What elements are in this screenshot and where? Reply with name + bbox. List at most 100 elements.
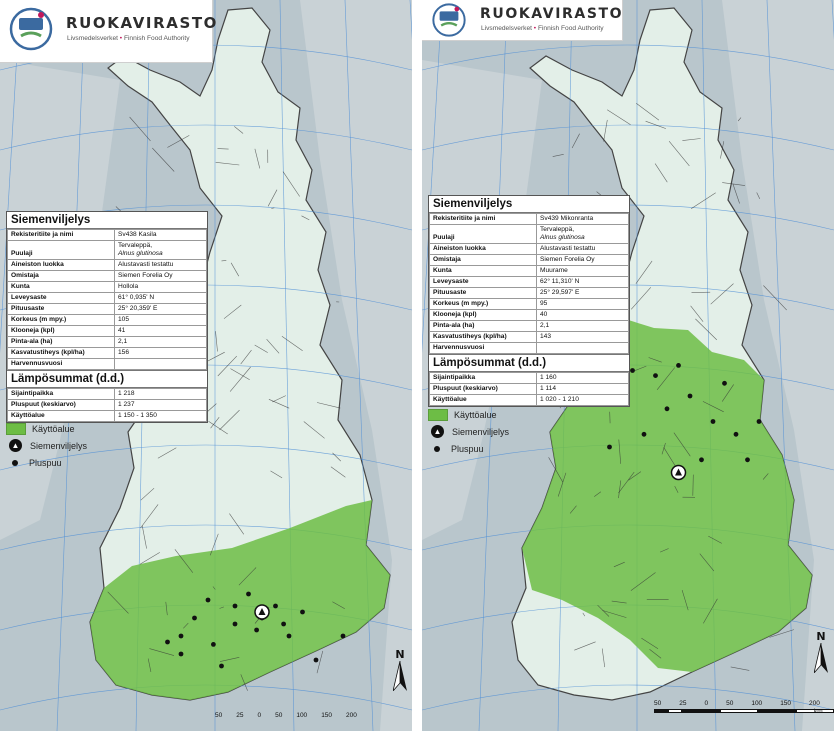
infobox-title: Siemenviljelys <box>7 212 207 229</box>
municipal-border <box>603 119 608 142</box>
legend-plus-tree-label: Pluspuu <box>451 443 484 454</box>
graticule-lat <box>422 124 834 151</box>
municipal-border <box>721 384 734 402</box>
info-value: 1 020 - 1 210 <box>536 394 629 406</box>
info-value: 143 <box>536 331 629 343</box>
municipal-border <box>140 504 159 529</box>
municipal-border <box>229 366 251 392</box>
municipal-border <box>630 572 656 591</box>
municipal-border <box>217 355 238 377</box>
plus-tree-icon <box>12 459 18 466</box>
info-value: Tervaleppä,Alnus glutinosa <box>114 240 207 260</box>
municipal-border <box>332 452 342 462</box>
municipal-border <box>618 439 621 464</box>
info-value-text: 62° 11,310' N <box>540 278 580 285</box>
municipal-border <box>571 133 580 149</box>
municipal-border <box>107 591 129 614</box>
municipal-border <box>221 260 227 262</box>
info-row: Kasvatustiheys (kpl/ha)156 <box>7 347 207 359</box>
municipal-border <box>659 548 669 553</box>
municipal-border <box>613 561 625 568</box>
municipal-border <box>152 147 175 172</box>
info-key: Puulaji <box>429 224 537 244</box>
municipal-border <box>649 649 662 659</box>
seed-orchard-triangle <box>258 608 266 615</box>
plus-tree-marker <box>710 419 716 424</box>
info-key: Kunta <box>429 265 537 277</box>
municipal-border <box>139 552 160 565</box>
municipal-border <box>710 283 734 305</box>
info-value-text: 61° 0,935' N <box>118 294 155 301</box>
info-key: Omistaja <box>429 254 537 266</box>
scale-tick-label: 100 <box>296 712 308 719</box>
north-arrow: N <box>392 648 407 694</box>
info-value: 105 <box>114 314 207 326</box>
usage-area-swatch <box>6 422 26 435</box>
seed-orchard-icon: ▲ <box>9 439 22 452</box>
north-label: N <box>816 630 826 643</box>
municipal-border <box>574 641 596 651</box>
logo-subtitle-en: Finnish Food Authority <box>123 35 190 42</box>
scale-tick-label: 50 <box>215 712 223 719</box>
info-value: 41 <box>114 325 207 337</box>
info-key: Kunta <box>7 281 115 293</box>
legend-usage-area: Käyttöalue <box>6 420 146 437</box>
info-value-text: Siemen Forelia Oy <box>540 256 595 263</box>
info-key: Pituusaste <box>7 303 115 315</box>
info-key: Käyttöalue <box>429 394 537 406</box>
scale-tick-label: 150 <box>780 700 792 707</box>
info-value: Alustavasti testattu <box>114 259 207 271</box>
municipal-border <box>634 365 647 371</box>
plus-tree-marker <box>219 663 224 669</box>
info-row: Korkeus (m mpy.)95 <box>429 298 629 310</box>
info-value-text: Alustavasti testattu <box>540 245 596 252</box>
municipal-border <box>303 421 325 439</box>
municipal-border <box>281 336 303 352</box>
info-key: Omistaja <box>7 270 115 282</box>
info-value-text: Sv439 Mikonranta <box>540 215 594 222</box>
municipal-border <box>229 513 245 535</box>
info-value-text: 40 <box>540 311 548 318</box>
scale-tick-label: 50 <box>654 700 662 707</box>
logo-separator: • <box>533 25 537 32</box>
municipal-border <box>266 339 280 354</box>
municipal-border <box>557 472 567 497</box>
municipal-border <box>240 349 252 365</box>
scale-tick-label: 50 <box>726 700 734 707</box>
north-arrow: N <box>813 630 828 676</box>
info-value-text: 25° 20,359' E <box>118 305 158 312</box>
plus-tree-marker <box>246 591 251 597</box>
info-value: 1 218 <box>114 388 207 400</box>
info-value-text: 2,1 <box>118 338 128 345</box>
municipal-border <box>209 533 219 556</box>
municipal-border <box>165 601 168 616</box>
scale-tick-label: 200 <box>809 700 820 707</box>
logo-name: RUOKAVIRASTO <box>480 6 624 22</box>
municipal-border <box>690 305 704 322</box>
info-value: Sv438 Kasila <box>114 229 207 241</box>
municipal-border <box>674 485 679 493</box>
municipal-border <box>682 138 701 141</box>
info-row: Kasvatustiheys (kpl/ha)143 <box>429 331 629 343</box>
municipal-border <box>157 447 177 459</box>
municipal-border <box>210 417 220 429</box>
legend-plus-tree: Pluspuu <box>6 454 146 471</box>
info-value: 61° 0,935' N <box>114 292 207 304</box>
plus-tree-marker <box>687 393 693 399</box>
municipal-border <box>737 117 742 122</box>
municipal-border <box>656 367 676 390</box>
municipal-border <box>316 402 341 409</box>
municipal-border <box>215 162 240 166</box>
map-panel-left: RUOKAVIRASTO Livsmedelsverket • Finnish … <box>0 0 412 731</box>
municipal-border <box>630 287 652 310</box>
info-key: Puulaji <box>7 240 115 260</box>
